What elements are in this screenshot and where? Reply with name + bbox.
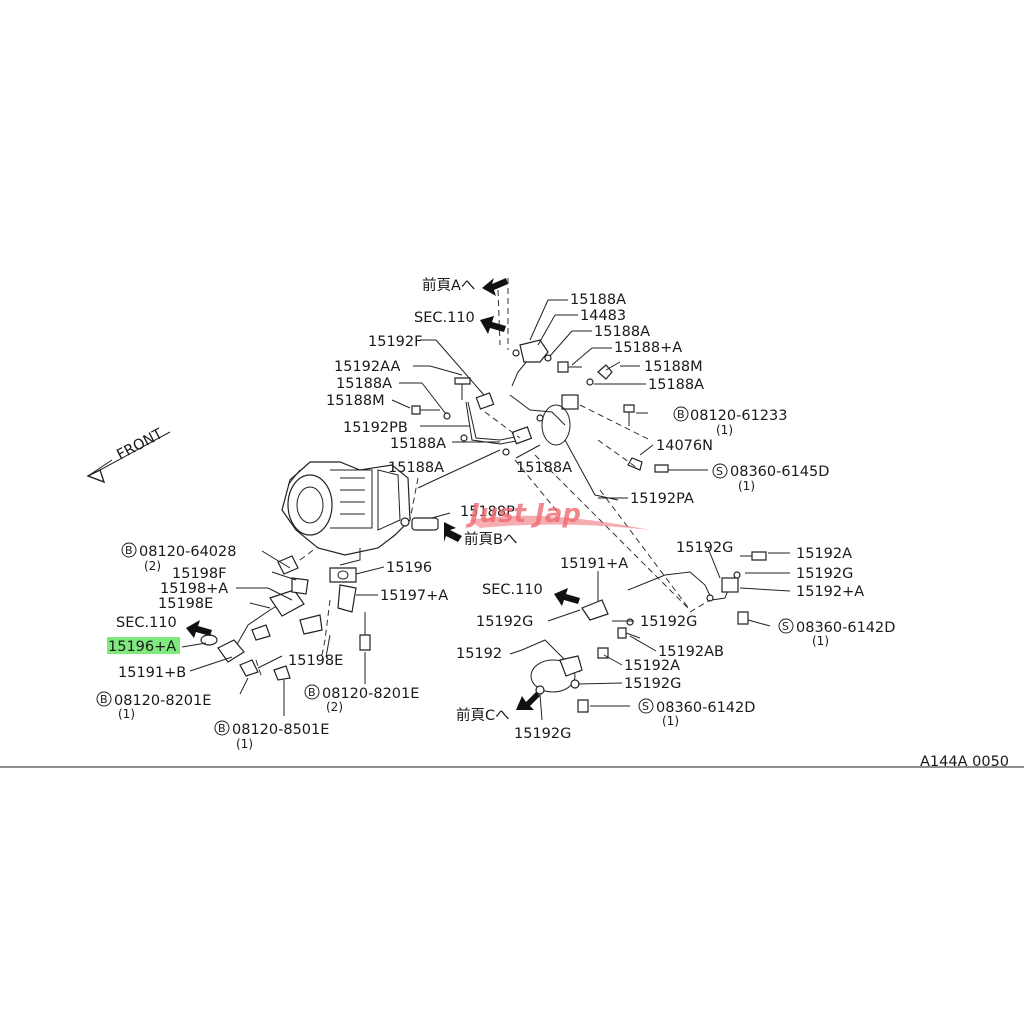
svg-text:S: S (782, 620, 789, 633)
circle-s-icon: S (778, 618, 794, 634)
front-arrow-icon (86, 431, 171, 484)
svg-text:B: B (125, 544, 133, 557)
label-15188a-1: 15188A (570, 292, 626, 308)
label-15192aa: 15192AA (334, 359, 400, 375)
label-08360-6142d-1: 08360-6142D (796, 620, 895, 636)
diagram-code: A144A 0050 (920, 754, 1009, 770)
label-15192a-b: 15192A (624, 658, 680, 674)
label-15192pa: 15192PA (630, 491, 694, 507)
label-15191-a: 15191+A (560, 556, 628, 572)
oil-feed-pipe (400, 339, 619, 531)
label-08120-8201e-2: 08120-8201E (322, 686, 419, 702)
label-08360-6142d-2: 08360-6142D (656, 700, 755, 716)
label-08120-64028: 08120-64028 (139, 544, 237, 560)
label-15188m-r: 15188M (644, 359, 703, 375)
turbocharger-body (281, 461, 411, 566)
label-08120-8501e: 08120-8501E (232, 722, 329, 738)
circle-s-icon: S (638, 698, 654, 714)
leader-dashes-left (255, 547, 331, 679)
circle-b-icon: B (214, 720, 230, 736)
label-15192ab: 15192AB (658, 644, 724, 660)
water-pipe-left (200, 555, 371, 681)
label-zen-c: 前頁Cへ (456, 707, 510, 724)
circle-b-icon: B (304, 684, 320, 700)
svg-text:B: B (100, 693, 108, 706)
label-08120-8201e-1-qty: (1) (118, 707, 135, 721)
label-15188a-l: 15188A (336, 376, 392, 392)
label-08360-6145d-qty: (1) (738, 479, 755, 493)
label-15192a-r: 15192A (796, 546, 852, 562)
arrow-icons (186, 278, 580, 710)
label-15188a-3: 15188A (648, 377, 704, 393)
label-sec110-mid: SEC.110 (482, 582, 543, 598)
circle-b-icon: B (121, 542, 137, 558)
label-15198-a: 15198+A (160, 581, 228, 597)
label-08120-8201e-2-qty: (2) (326, 700, 343, 714)
label-15192g-bb: 15192G (514, 726, 571, 742)
svg-text:B: B (677, 408, 685, 421)
label-08120-8201e-1: 08120-8201E (114, 693, 211, 709)
label-15196-a: 15196+A (108, 639, 176, 655)
circle-b-icon: B (96, 691, 112, 707)
label-15198f: 15198F (172, 566, 226, 582)
label-15198e-2: 15198E (288, 653, 343, 669)
label-08120-61233-qty: (1) (716, 423, 733, 437)
label-15198e: 15198E (158, 596, 213, 612)
leader-dashes-top (409, 278, 691, 611)
label-14076n: 14076N (656, 438, 713, 454)
svg-text:B: B (218, 722, 226, 735)
label-15192f: 15192F (368, 334, 422, 350)
circle-b-icon: B (673, 406, 689, 422)
label-15192g-b: 15192G (624, 676, 681, 692)
highlight-15196-a (107, 637, 180, 654)
label-15192g-m: 15192G (476, 614, 533, 630)
svg-text:B: B (308, 686, 316, 699)
label-08360-6145d: 08360-6145D (730, 464, 829, 480)
label-15192g-r: 15192G (796, 566, 853, 582)
label-15188a-c: 15188A (388, 460, 444, 476)
label-15188-a: 15188+A (614, 340, 682, 356)
label-15192g-m2: 15192G (640, 614, 697, 630)
label-14483: 14483 (580, 308, 626, 324)
label-08120-8501e-qty: (1) (236, 737, 253, 751)
front-label: FRONT (114, 426, 165, 463)
label-zen-a: 前頁Aへ (422, 277, 475, 294)
label-08120-61233: 08120-61233 (690, 408, 788, 424)
label-sec110-left: SEC.110 (116, 615, 177, 631)
watermark-logo: Just Jap (465, 499, 650, 530)
svg-text:S: S (642, 700, 649, 713)
label-15192g-t: 15192G (676, 540, 733, 556)
bolt-icons-top (411, 361, 669, 473)
oil-return-pipe (521, 551, 767, 713)
label-15192-a-r: 15192+A (796, 584, 864, 600)
label-15192: 15192 (456, 646, 502, 662)
leader-lines (181, 299, 791, 721)
leader-dashes-right (599, 489, 711, 613)
label-15188a-c2: 15188A (516, 460, 572, 476)
label-15196: 15196 (386, 560, 432, 576)
svg-text:S: S (716, 465, 723, 478)
label-15188a-l2: 15188A (390, 436, 446, 452)
label-15188p: 15188P (460, 504, 515, 520)
label-08120-64028-qty: (2) (144, 559, 161, 573)
label-08360-6142d-2-qty: (1) (662, 714, 679, 728)
svg-text:Just Jap: Just Jap (465, 499, 581, 529)
label-15188a-2: 15188A (594, 324, 650, 340)
label-zen-b: 前頁Bへ (464, 531, 517, 548)
circle-s-icon: S (712, 463, 728, 479)
label-15191-b: 15191+B (118, 665, 186, 681)
label-15192pb: 15192PB (343, 420, 408, 436)
label-08360-6142d-1-qty: (1) (812, 634, 829, 648)
label-15188m-l: 15188M (326, 393, 385, 409)
label-sec110-top: SEC.110 (414, 310, 475, 326)
label-15197-a: 15197+A (380, 588, 448, 604)
